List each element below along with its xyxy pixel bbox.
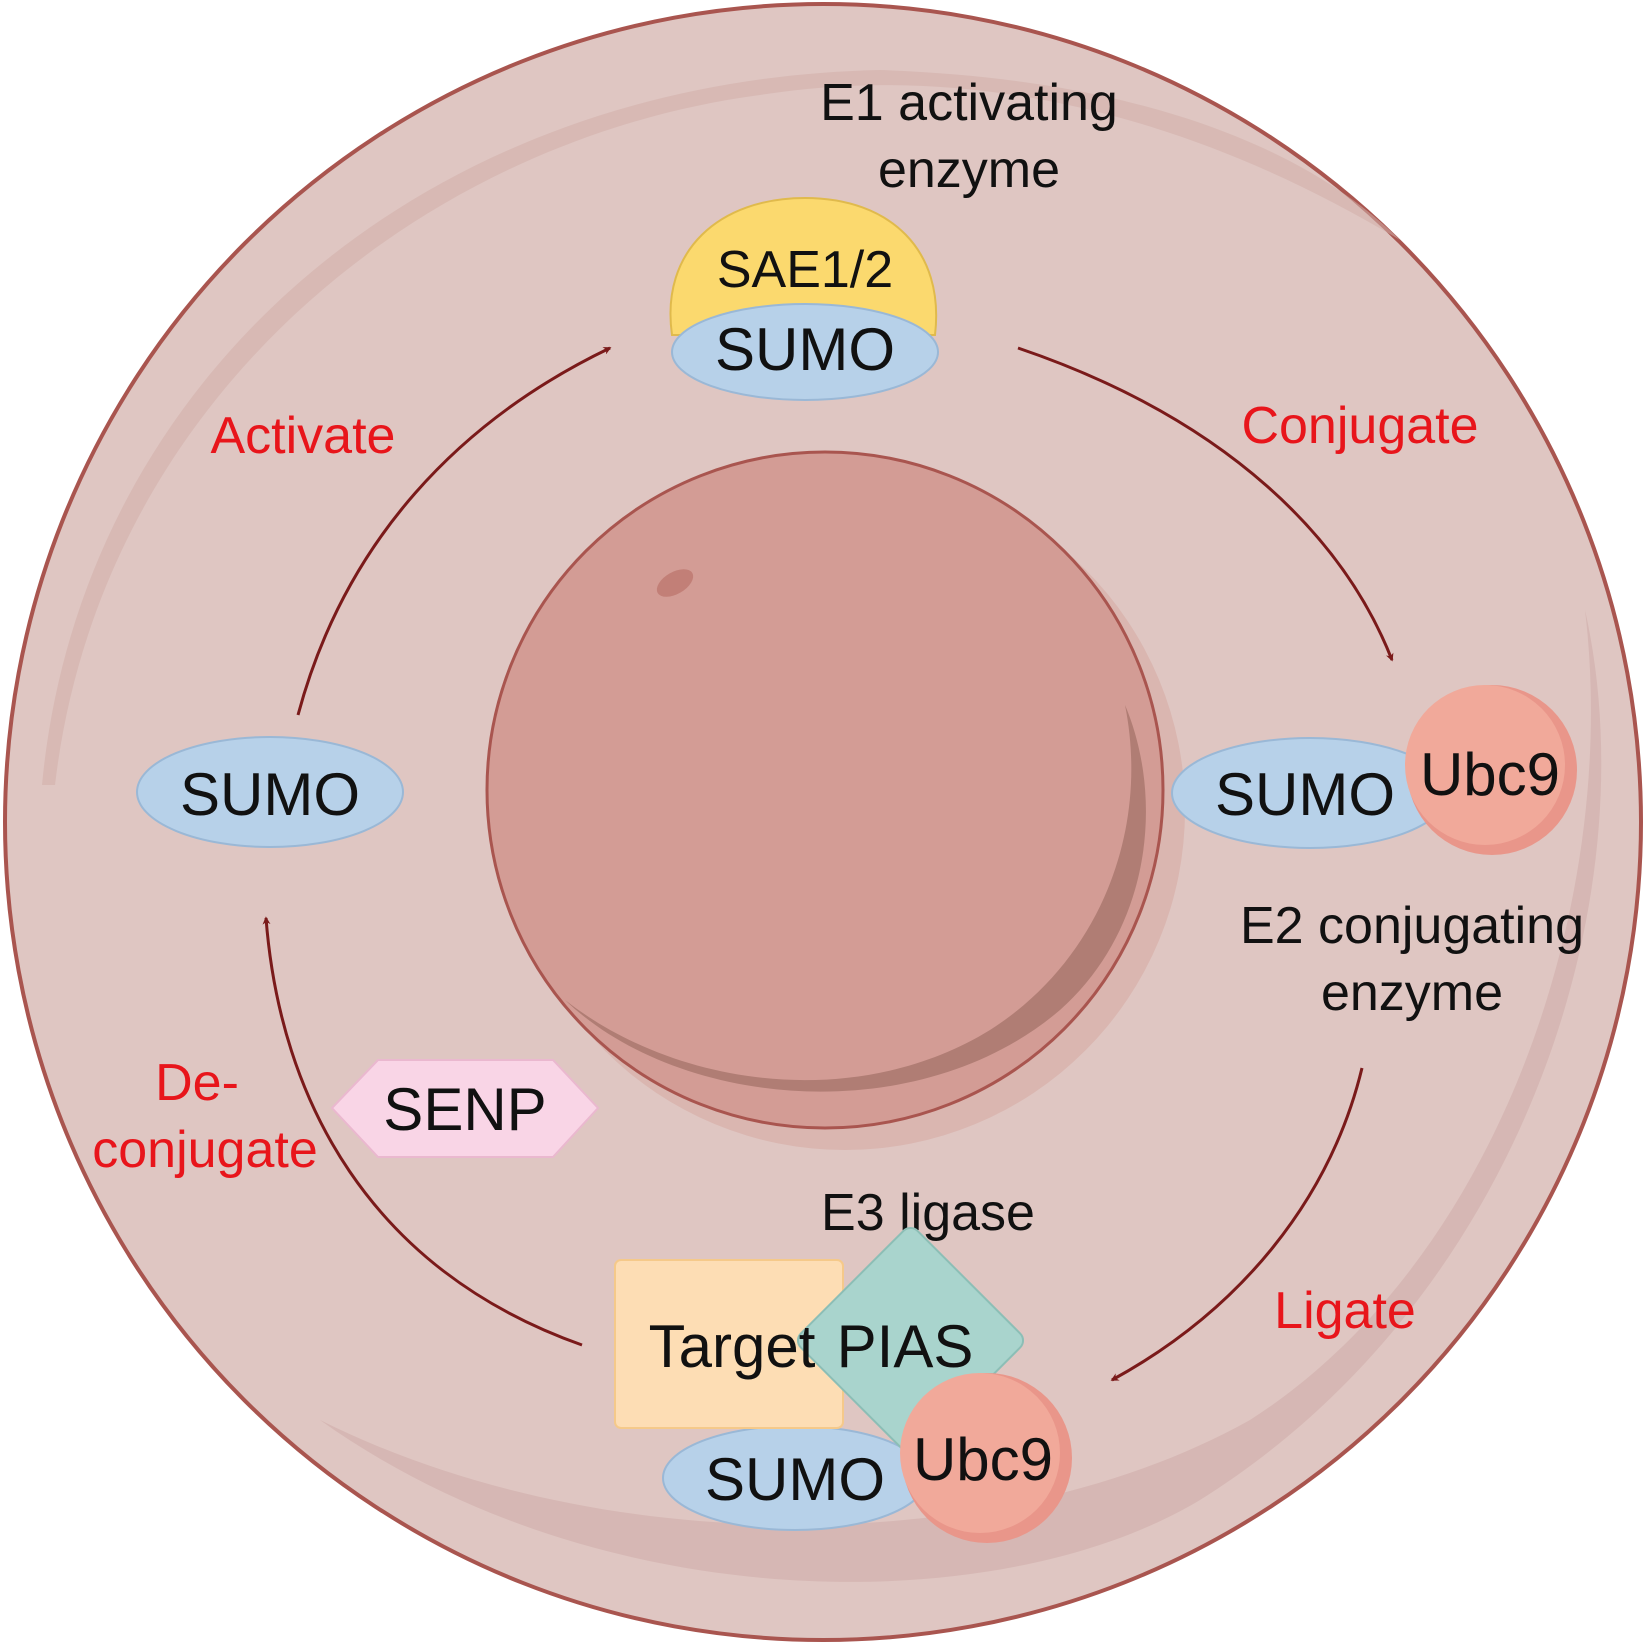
nucleus [485, 450, 1185, 1150]
e3-complex: Target PIAS SUMO Ubc9 [614, 1226, 1072, 1543]
ubc9-bottom-label: Ubc9 [913, 1426, 1053, 1493]
sumo-left-label: SUMO [180, 761, 360, 828]
nucleus-body [485, 450, 1165, 1130]
sumo-right-label: SUMO [1215, 761, 1395, 828]
nucleus-highlight [656, 569, 694, 597]
sumo-top-label: SUMO [715, 316, 895, 383]
e2-title-line2: enzyme [1321, 964, 1503, 1022]
cycle-arrows [262, 346, 1394, 1382]
ligate-label: Ligate [1274, 1282, 1416, 1340]
cell-sheen-bottom [320, 610, 1602, 1582]
e3-title: E3 ligase [821, 1184, 1035, 1242]
ligate-arrow [1110, 1067, 1364, 1382]
activate-arrow [296, 346, 612, 716]
sumo-bottom-label: SUMO [705, 1446, 885, 1513]
activate-label: Activate [211, 407, 396, 465]
sumo-left-shape [136, 736, 404, 848]
sumo-top-shape [671, 303, 939, 401]
e1-title-line2: enzyme [878, 141, 1060, 199]
sae-shape [669, 196, 938, 336]
senp: SENP [330, 1059, 600, 1158]
target-label: Target [649, 1313, 816, 1380]
e1-title-line1: E1 activating [820, 74, 1118, 132]
free-sumo: SUMO [136, 736, 404, 848]
deconjugate-arrow [262, 916, 583, 1347]
pias-label: PIAS [837, 1313, 974, 1380]
conjugate-arrow [1017, 346, 1394, 662]
deconjugate-label-line2: conjugate [92, 1121, 318, 1179]
ubc9-right-label: Ubc9 [1420, 741, 1560, 808]
senp-shape [330, 1059, 600, 1158]
ubc9-bottom-shape [900, 1373, 1060, 1533]
ubc9-right-shape [1405, 685, 1565, 845]
sae-label: SAE1/2 [717, 241, 893, 299]
e1-complex: SAE1/2 SUMO [669, 196, 939, 401]
conjugate-label: Conjugate [1241, 397, 1478, 455]
deconjugate-label-line1: De- [155, 1054, 239, 1112]
e2-title-line1: E2 conjugating [1240, 897, 1584, 955]
senp-label: SENP [383, 1076, 546, 1143]
e2-complex: SUMO Ubc9 [1171, 685, 1577, 855]
